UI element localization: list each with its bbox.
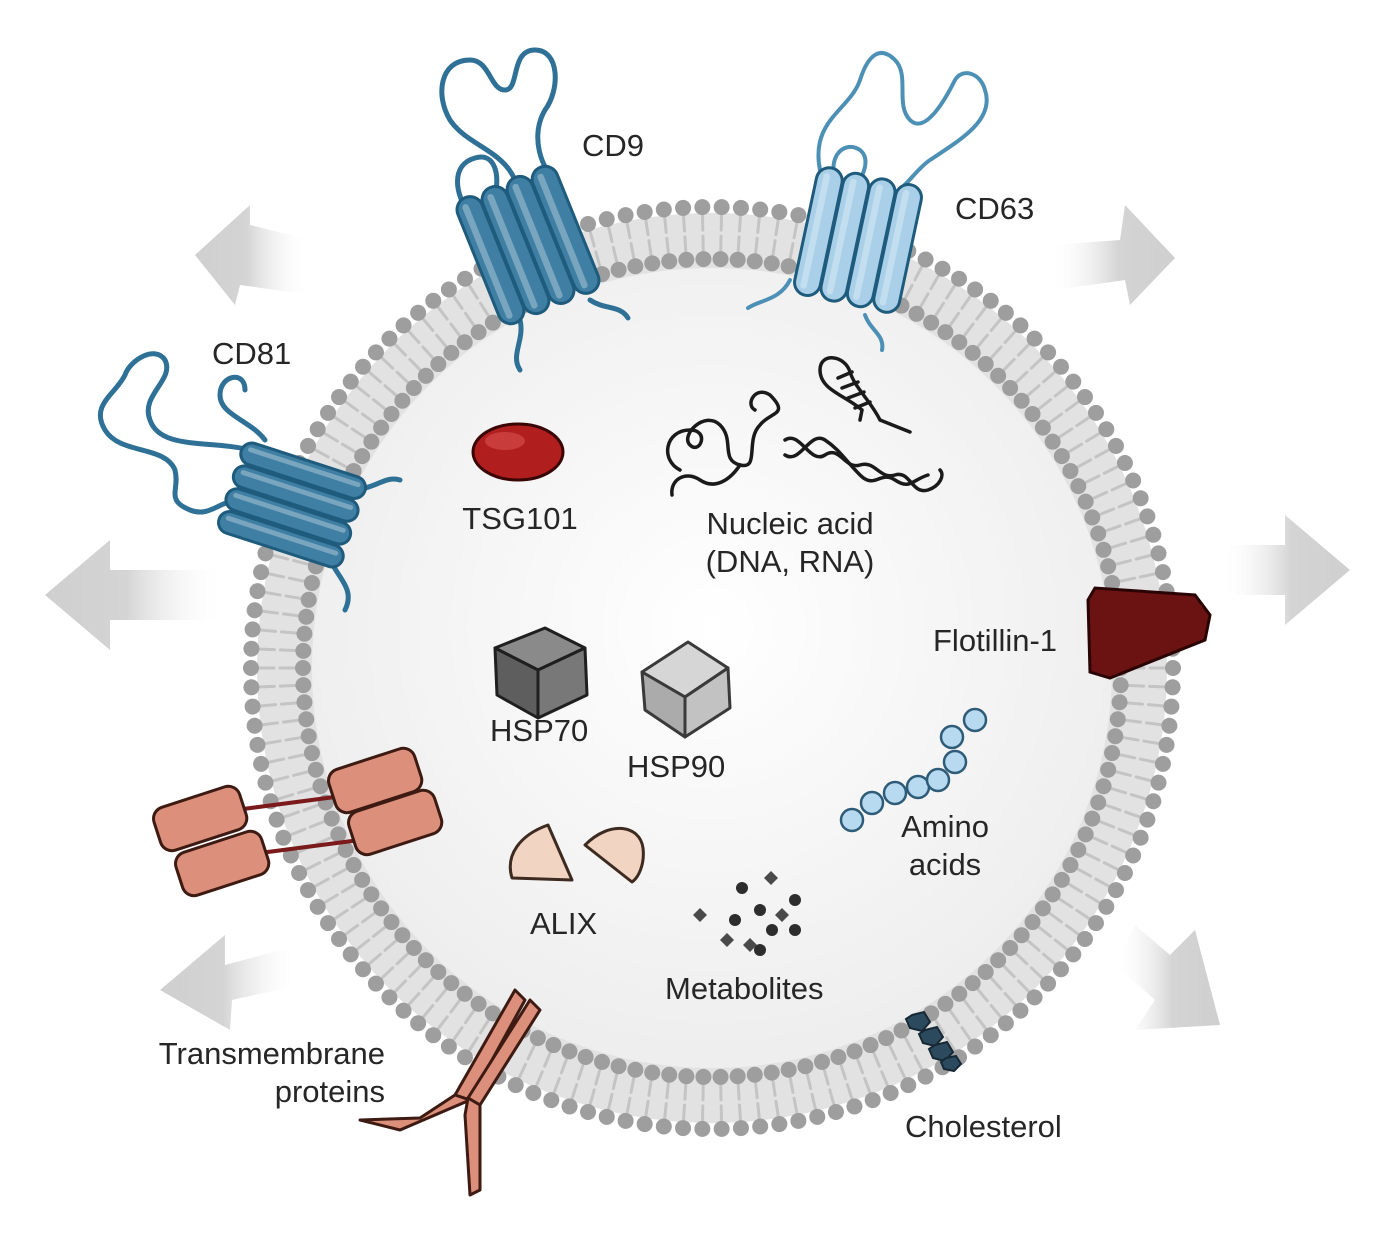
cd63-label: CD63	[955, 190, 1034, 228]
tsg101-protein-icon	[473, 424, 563, 480]
flotillin-1-label: Flotillin-1	[933, 622, 1057, 660]
transmembrane-proteins-label: Transmembrane proteins	[95, 1035, 385, 1111]
cd81-label: CD81	[212, 335, 291, 373]
cd63-loop-icon	[818, 53, 986, 195]
cholesterol-label: Cholesterol	[905, 1108, 1062, 1146]
amino-acids-label-line2: acids	[890, 846, 1000, 884]
hsp90-label: HSP90	[627, 748, 725, 786]
amino-acids-label: Amino acids	[890, 808, 1000, 884]
hsp70-label: HSP70	[490, 712, 588, 750]
nucleic-acid-label: Nucleic acid (DNA, RNA)	[660, 505, 920, 581]
nucleic-acid-label-line1: Nucleic acid	[660, 505, 920, 543]
arrow-icon	[160, 935, 300, 1030]
arrow-icon	[1050, 205, 1175, 305]
transmembrane-proteins-label-line2: proteins	[95, 1073, 385, 1111]
arrow-icon	[195, 205, 310, 305]
alix-label: ALIX	[530, 905, 597, 943]
cd9-label: CD9	[582, 127, 644, 165]
tsg101-highlight-icon	[485, 432, 525, 450]
arrow-icon	[45, 540, 225, 650]
transmembrane-proteins-label-line1: Transmembrane	[95, 1035, 385, 1073]
arrow-icon	[1220, 515, 1350, 625]
tsg101-label: TSG101	[455, 500, 585, 538]
cd81-loop-icon	[220, 377, 265, 440]
nucleic-acid-label-line2: (DNA, RNA)	[660, 543, 920, 581]
amino-acids-label-line1: Amino	[890, 808, 1000, 846]
arrow-icon	[1115, 925, 1220, 1030]
metabolites-label: Metabolites	[665, 970, 824, 1008]
